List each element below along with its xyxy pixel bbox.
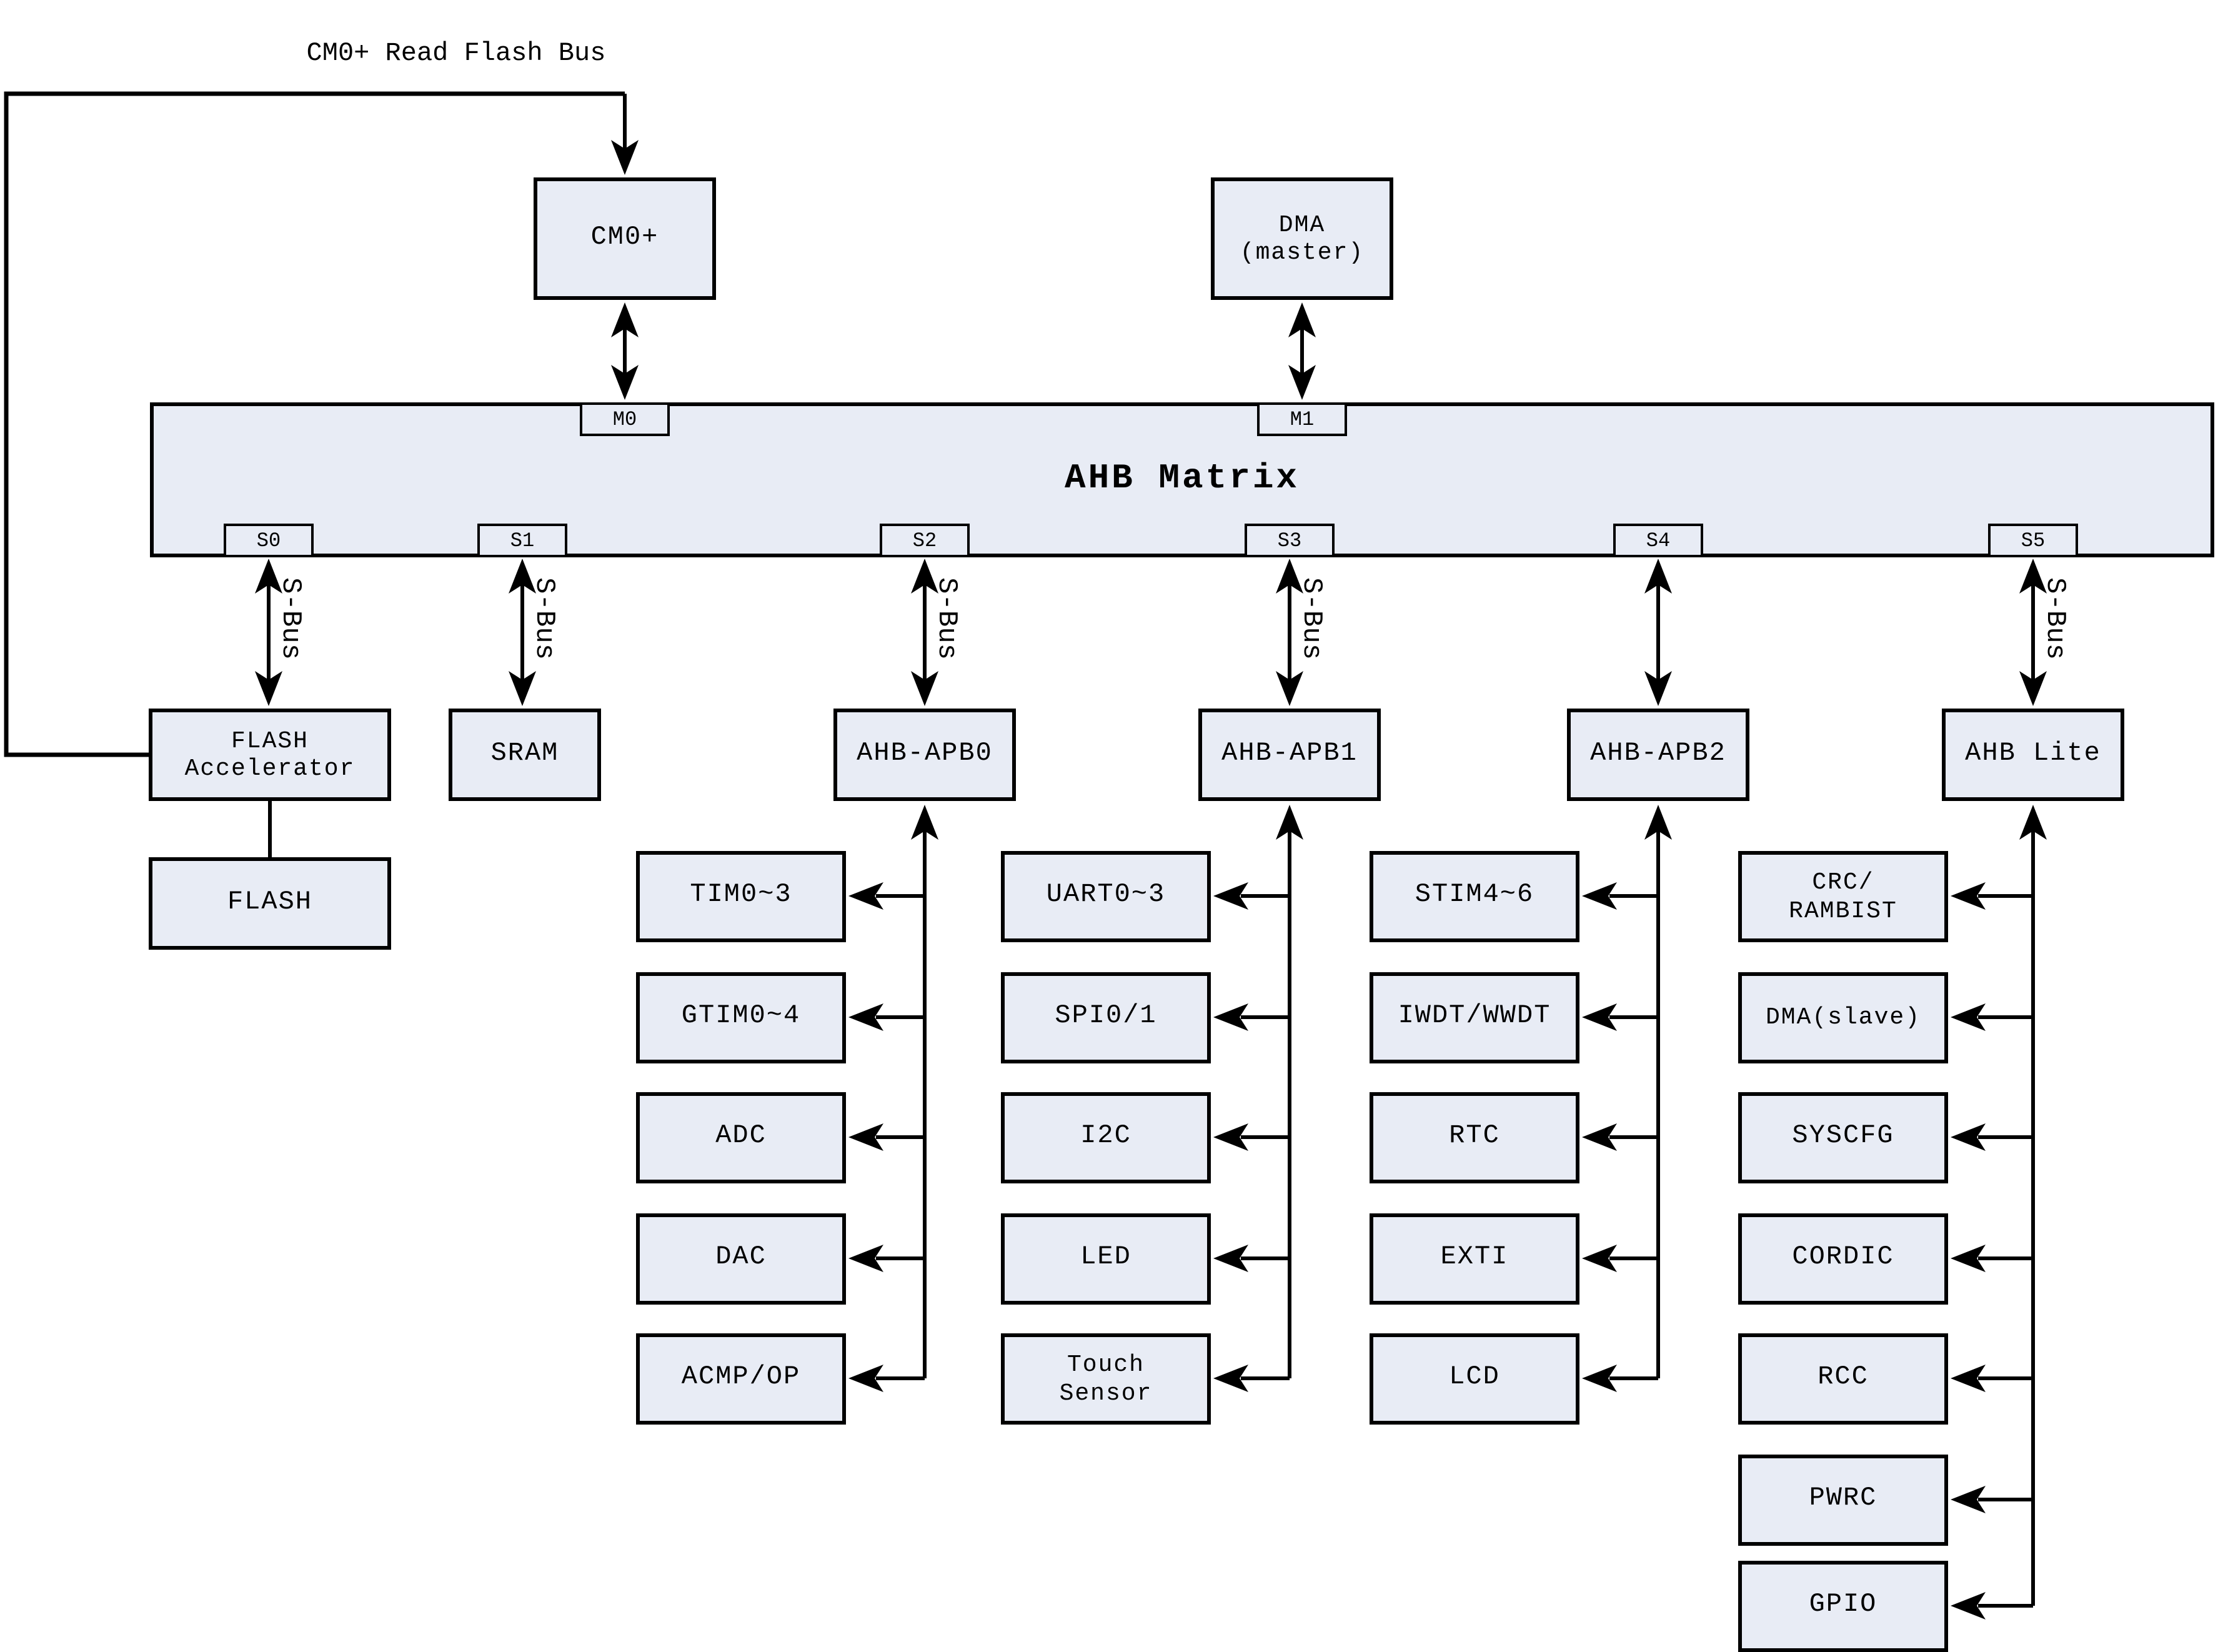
block-pwrc: PWRC xyxy=(1738,1455,1948,1546)
port-s3: S3 xyxy=(1245,524,1335,557)
port-s4: S4 xyxy=(1613,524,1703,557)
block-iwdt-wwdt: IWDT/WWDT xyxy=(1370,972,1579,1063)
block-ahb-apb0: AHB-APB0 xyxy=(833,709,1016,801)
block-gpio: GPIO xyxy=(1738,1561,1948,1652)
port-s1: S1 xyxy=(477,524,567,557)
block-led: LED xyxy=(1001,1213,1211,1305)
block-flash: FLASH xyxy=(149,857,391,950)
block-adc: ADC xyxy=(636,1092,846,1183)
block-gtim0-4: GTIM0~4 xyxy=(636,972,846,1063)
block-ahb-apb1: AHB-APB1 xyxy=(1198,709,1381,801)
port-m1: M1 xyxy=(1257,402,1347,436)
ahb-matrix: AHB Matrix xyxy=(150,402,2214,557)
block-crc-rambist: CRC/ RAMBIST xyxy=(1738,851,1948,942)
cm0-read-flash-bus-label: CM0+ Read Flash Bus xyxy=(306,40,606,69)
block-ahb-apb2: AHB-APB2 xyxy=(1567,709,1749,801)
port-s2: S2 xyxy=(880,524,970,557)
block-dma-master: DMA (master) xyxy=(1211,177,1393,300)
block-acmp-op: ACMP/OP xyxy=(636,1333,846,1425)
block-uart0-3: UART0~3 xyxy=(1001,851,1211,942)
block-dac: DAC xyxy=(636,1213,846,1305)
ahb-matrix-title: AHB Matrix xyxy=(1064,460,1300,499)
block-i2c: I2C xyxy=(1001,1092,1211,1183)
block-rtc: RTC xyxy=(1370,1092,1579,1183)
block-flash-accelerator: FLASH Accelerator xyxy=(149,709,391,801)
block-exti: EXTI xyxy=(1370,1213,1579,1305)
block-spi0-1: SPI0/1 xyxy=(1001,972,1211,1063)
block-ahb-lite: AHB Lite xyxy=(1942,709,2124,801)
port-m0: M0 xyxy=(580,402,670,436)
block-cm0plus: CM0+ xyxy=(534,177,716,300)
block-cordic: CORDIC xyxy=(1738,1213,1948,1305)
block-syscfg: SYSCFG xyxy=(1738,1092,1948,1183)
block-sram: SRAM xyxy=(449,709,601,801)
block-tim0-3: TIM0~3 xyxy=(636,851,846,942)
block-lcd: LCD xyxy=(1370,1333,1579,1425)
block-rcc: RCC xyxy=(1738,1333,1948,1425)
port-s5: S5 xyxy=(1988,524,2078,557)
block-stim4-6: STIM4~6 xyxy=(1370,851,1579,942)
block-touch-sensor: Touch Sensor xyxy=(1001,1333,1211,1425)
block-dma-slave: DMA(slave) xyxy=(1738,972,1948,1063)
port-s0: S0 xyxy=(224,524,314,557)
